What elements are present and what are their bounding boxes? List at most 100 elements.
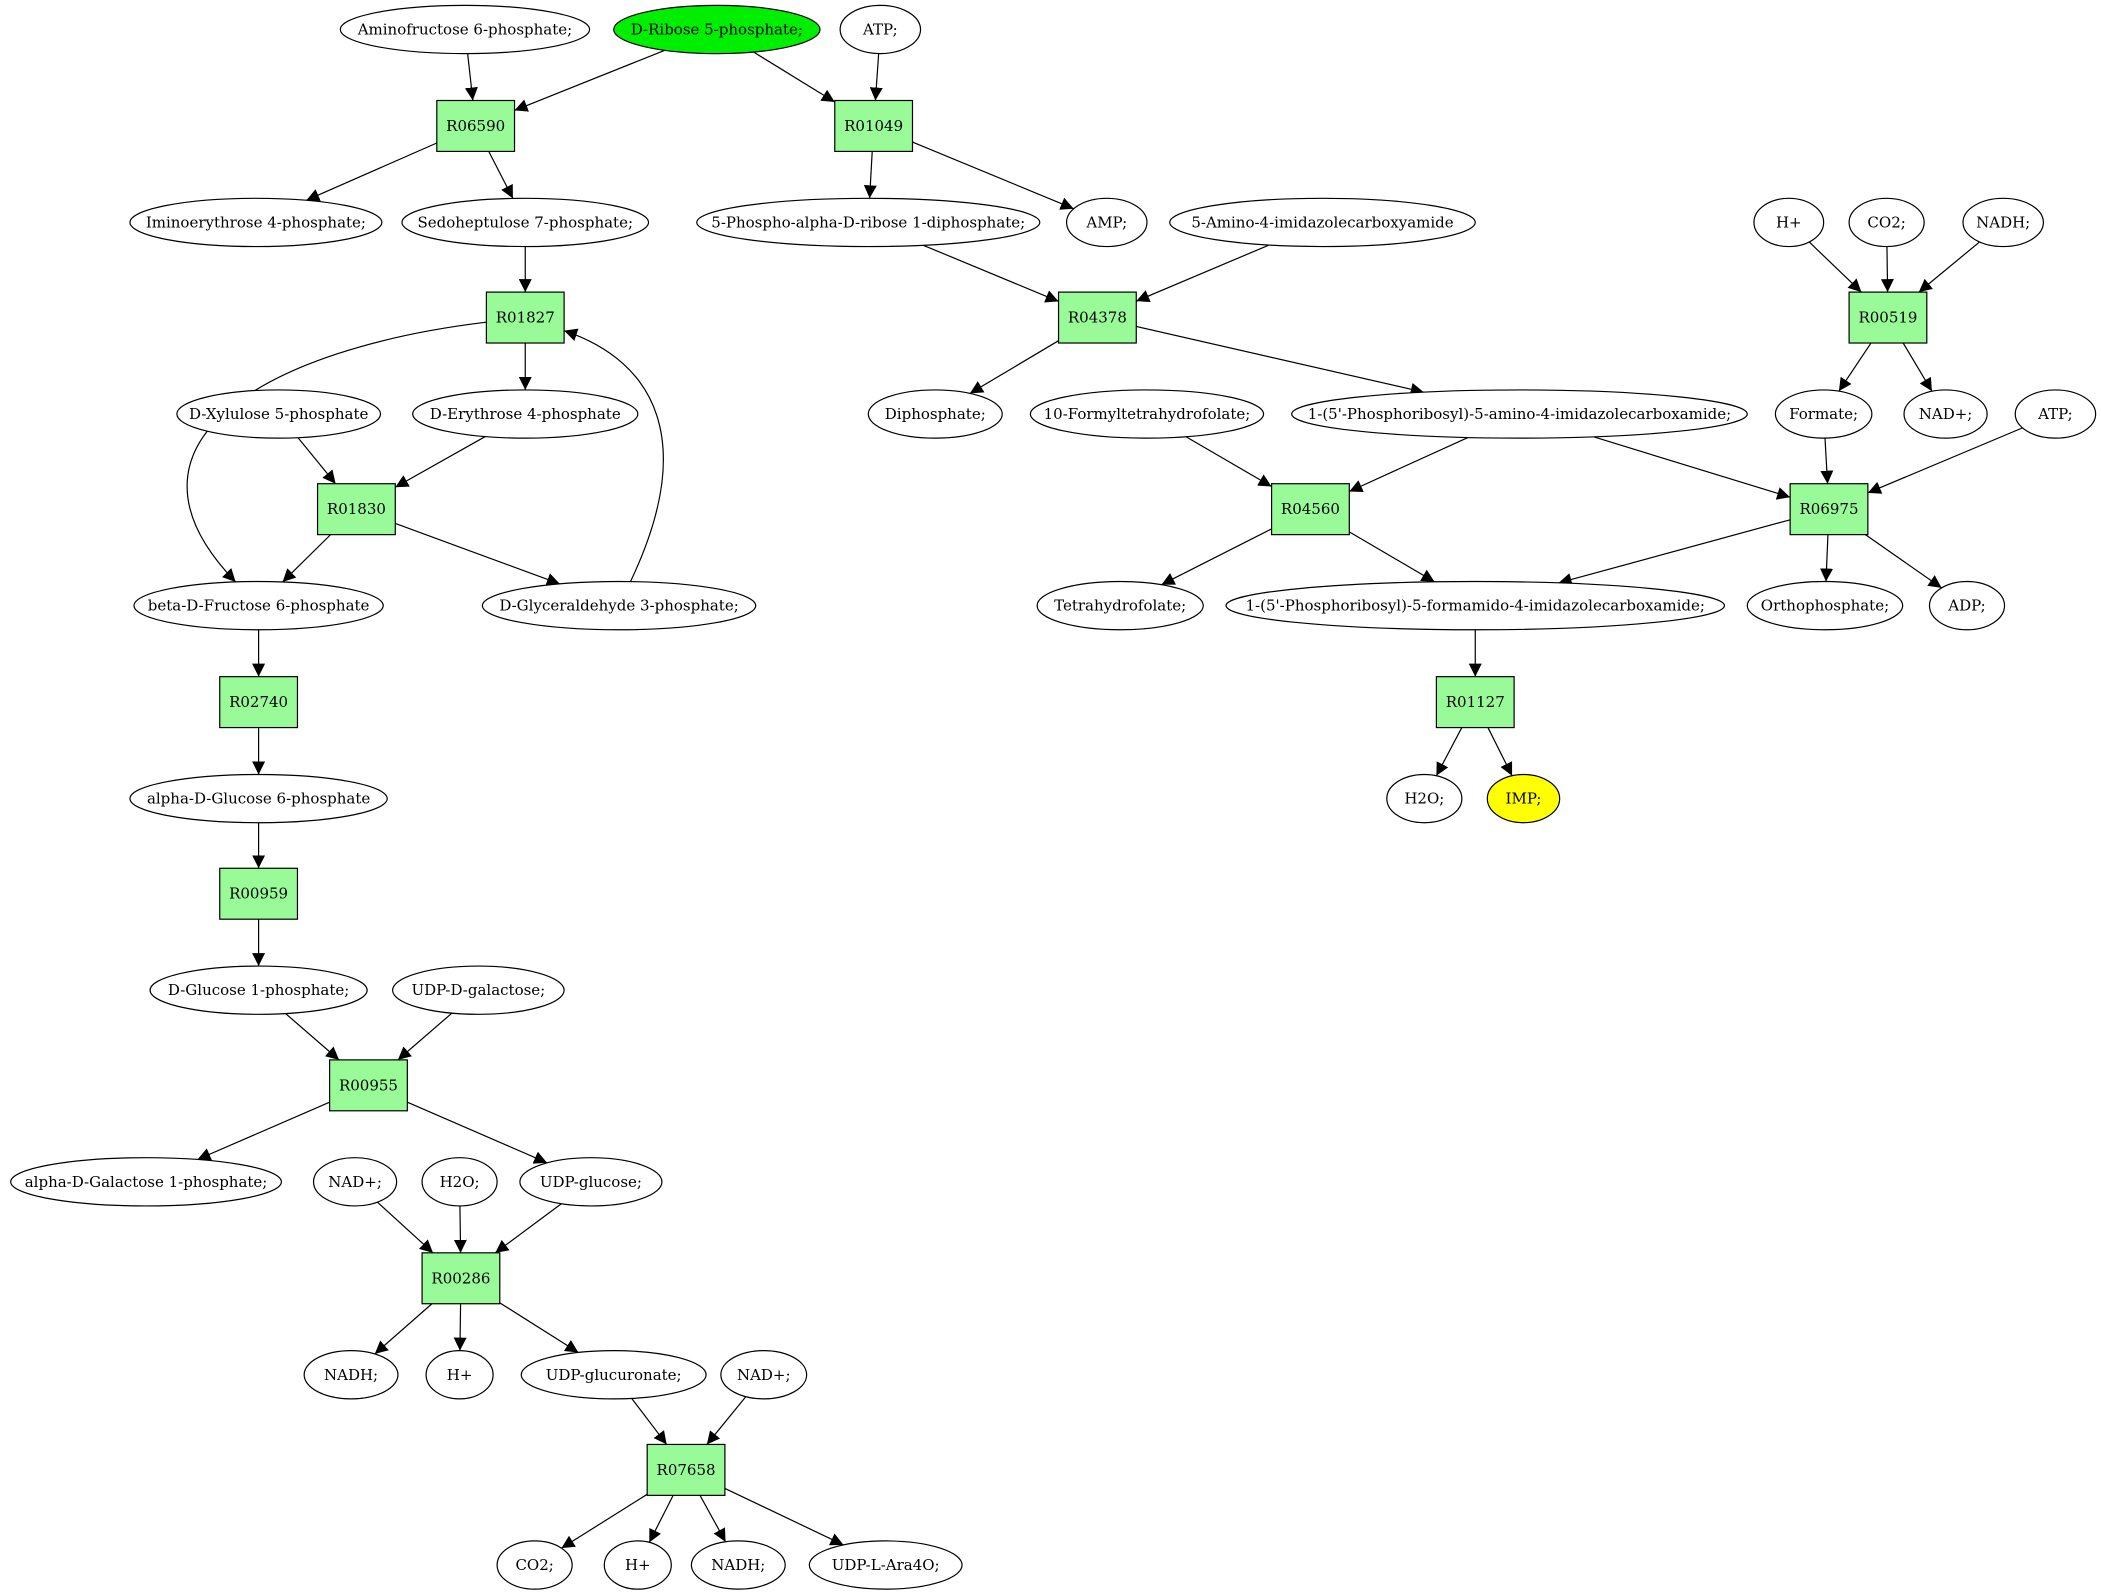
compound-node-c-hplus3[interactable]: H+ bbox=[603, 1540, 672, 1590]
compound-node-c-nadh1[interactable]: NADH; bbox=[1962, 197, 2044, 248]
compound-ellipse bbox=[1036, 580, 1204, 631]
compound-ellipse bbox=[176, 389, 382, 439]
compound-node-c-glucose1p[interactable]: D-Glucose 1-phosphate; bbox=[149, 965, 368, 1015]
edge-r-r00955-to-c-galactose1p bbox=[197, 1101, 330, 1161]
compound-ellipse bbox=[1962, 197, 2044, 248]
compound-node-c-udplara4o[interactable]: UDP-L-Ara4O; bbox=[808, 1540, 963, 1590]
compound-ellipse bbox=[520, 1350, 707, 1400]
compound-node-c-nadh2[interactable]: NADH; bbox=[303, 1350, 399, 1400]
edge-c-glyceraldehyde-to-r-r01827 bbox=[563, 328, 664, 582]
compound-node-c-h2o-2[interactable]: H2O; bbox=[421, 1157, 498, 1207]
reaction-node-r00286[interactable]: R00286 bbox=[421, 1252, 501, 1305]
reaction-node-r06590[interactable]: R06590 bbox=[436, 99, 516, 153]
compound-node-c-thf[interactable]: Tetrahydrofolate; bbox=[1036, 580, 1204, 631]
reaction-node-r07658[interactable]: R07658 bbox=[646, 1443, 726, 1496]
compound-node-c-adp[interactable]: ADP; bbox=[1928, 580, 2006, 631]
compound-node-c-nadplus2[interactable]: NAD+; bbox=[312, 1157, 398, 1207]
compound-label: UDP-L-Ara4O; bbox=[832, 1556, 940, 1574]
compound-label: 1-(5'-Phosphoribosyl)-5-formamido-4-imid… bbox=[1246, 597, 1705, 615]
compound-node-c-atp1[interactable]: ATP; bbox=[839, 4, 922, 55]
compound-label: ATP; bbox=[2037, 405, 2073, 423]
compound-ellipse bbox=[839, 4, 922, 55]
compound-node-c-glyceraldehyde[interactable]: D-Glyceraldehyde 3-phosphate; bbox=[481, 580, 757, 631]
compound-node-c-diphosphate[interactable]: Diphosphate; bbox=[867, 389, 1003, 439]
edge-c-formate-to-r-r06975 bbox=[1820, 438, 1834, 484]
compound-ellipse bbox=[129, 773, 388, 824]
reaction-node-r01049[interactable]: R01049 bbox=[834, 99, 914, 153]
edge-r-r01127-to-c-h2o-1 bbox=[1435, 727, 1463, 777]
reaction-node-r02740[interactable]: R02740 bbox=[219, 676, 299, 729]
compound-node-c-imp[interactable]: IMP; bbox=[1486, 773, 1561, 824]
compound-node-c-hplus2[interactable]: H+ bbox=[425, 1350, 494, 1400]
compound-node-c-sedoheptulose[interactable]: Sedoheptulose 7-phosphate; bbox=[401, 197, 650, 248]
compound-label: Iminoerythrose 4-phosphate; bbox=[146, 213, 366, 231]
compound-node-c-co2-1[interactable]: CO2; bbox=[1848, 197, 1925, 248]
compound-node-c-udpgalactose[interactable]: UDP-D-galactose; bbox=[391, 965, 565, 1015]
reaction-box bbox=[646, 1443, 726, 1496]
compound-node-c-iminoerythrose[interactable]: Iminoerythrose 4-phosphate; bbox=[129, 197, 383, 248]
compound-label: Aminofructose 6-phosphate; bbox=[357, 20, 573, 38]
compound-label: NAD+; bbox=[737, 1366, 791, 1384]
reaction-label: R04560 bbox=[1281, 500, 1340, 518]
edge-r-r06590-to-c-sedoheptulose bbox=[488, 151, 514, 199]
reaction-box bbox=[436, 99, 516, 153]
compound-ellipse bbox=[603, 1540, 672, 1590]
compound-node-c-aicar[interactable]: 1-(5'-Phosphoribosyl)-5-amino-4-imidazol… bbox=[1291, 389, 1748, 439]
compound-node-c-aminofructose[interactable]: Aminofructose 6-phosphate; bbox=[339, 4, 591, 55]
reaction-node-r04560[interactable]: R04560 bbox=[1270, 483, 1350, 536]
reaction-label: R00959 bbox=[229, 885, 288, 903]
compound-ellipse bbox=[133, 580, 384, 631]
compound-label: Orthophosphate; bbox=[1761, 597, 1889, 615]
reaction-box bbox=[834, 99, 914, 153]
reaction-box bbox=[1057, 291, 1137, 344]
compound-label: D-Glucose 1-phosphate; bbox=[168, 981, 349, 999]
compound-node-c-atp2[interactable]: ATP; bbox=[2014, 389, 2097, 439]
reaction-label: R00519 bbox=[1858, 309, 1917, 327]
reaction-node-r00955[interactable]: R00955 bbox=[329, 1059, 408, 1112]
reaction-label: R01049 bbox=[844, 117, 903, 135]
reaction-node-r01830[interactable]: R01830 bbox=[316, 483, 396, 536]
compound-node-c-nadplus1[interactable]: NAD+; bbox=[1903, 389, 1988, 439]
edge-r-r07658-to-c-co2-2 bbox=[561, 1493, 648, 1549]
compound-node-c-udpglucose[interactable]: UDP-glucose; bbox=[519, 1157, 663, 1207]
compound-node-c-formylthf[interactable]: 10-Formyltetrahydrofolate; bbox=[1029, 389, 1265, 439]
edge-r-r00286-to-c-hplus2 bbox=[453, 1303, 467, 1351]
compound-label: Diphosphate; bbox=[885, 405, 986, 423]
compound-node-c-nadplus3[interactable]: NAD+; bbox=[720, 1350, 808, 1400]
compound-node-c-aica[interactable]: 5-Amino-4-imidazolecarboxyamide bbox=[1169, 197, 1476, 248]
compound-node-c-amp[interactable]: AMP; bbox=[1065, 197, 1148, 248]
compound-node-c-galactose1p[interactable]: alpha-D-Galactose 1-phosphate; bbox=[10, 1157, 282, 1207]
edge-r-r01830-to-c-glyceraldehyde bbox=[395, 522, 561, 586]
compound-node-c-hplus1[interactable]: H+ bbox=[1753, 197, 1825, 248]
compound-node-c-udpglucuronate[interactable]: UDP-glucuronate; bbox=[520, 1350, 707, 1400]
reaction-node-r06975[interactable]: R06975 bbox=[1789, 483, 1869, 536]
compound-node-c-co2-2[interactable]: CO2; bbox=[496, 1540, 573, 1590]
reaction-node-r00959[interactable]: R00959 bbox=[219, 867, 299, 920]
compound-node-c-prpp[interactable]: 5-Phospho-alpha-D-ribose 1-diphosphate; bbox=[696, 197, 1041, 248]
compound-node-c-derythrose[interactable]: D-Erythrose 4-phosphate bbox=[412, 389, 639, 439]
compound-node-c-faicar[interactable]: 1-(5'-Phosphoribosyl)-5-formamido-4-imid… bbox=[1225, 580, 1726, 631]
reaction-node-r01827[interactable]: R01827 bbox=[485, 291, 565, 344]
edge-c-udpgalactose-to-r-r00955 bbox=[397, 1012, 453, 1061]
edge-r-r04378-to-c-diphosphate bbox=[969, 340, 1059, 394]
compound-ellipse bbox=[1386, 773, 1463, 824]
compound-node-c-h2o-1[interactable]: H2O; bbox=[1386, 773, 1463, 824]
edge-c-aicar-to-r-r04560 bbox=[1349, 436, 1469, 493]
compound-ellipse bbox=[412, 389, 639, 439]
compound-ellipse bbox=[2014, 389, 2097, 439]
compound-node-c-orthophosphate[interactable]: Orthophosphate; bbox=[1746, 580, 1904, 631]
edge-r-r04378-to-c-aicar bbox=[1136, 325, 1424, 396]
compound-node-c-dxylulose[interactable]: D-Xylulose 5-phosphate bbox=[176, 389, 382, 439]
compound-label: NAD+; bbox=[328, 1173, 382, 1191]
compound-node-c-glucose6p[interactable]: alpha-D-Glucose 6-phosphate bbox=[129, 773, 388, 824]
edge-r-r00955-to-c-udpglucose bbox=[407, 1101, 548, 1164]
compound-node-c-nadh3[interactable]: NADH; bbox=[690, 1540, 786, 1590]
compound-node-c-dribose5p[interactable]: D-Ribose 5-phosphate; bbox=[613, 4, 821, 55]
reaction-node-r00519[interactable]: R00519 bbox=[1848, 291, 1928, 344]
compound-node-c-formate[interactable]: Formate; bbox=[1774, 389, 1873, 439]
compound-label: H+ bbox=[1776, 213, 1802, 231]
compound-node-c-fructose6p[interactable]: beta-D-Fructose 6-phosphate bbox=[133, 580, 384, 631]
reaction-node-r01127[interactable]: R01127 bbox=[1435, 676, 1515, 729]
compound-ellipse bbox=[149, 965, 368, 1015]
reaction-node-r04378[interactable]: R04378 bbox=[1057, 291, 1137, 344]
